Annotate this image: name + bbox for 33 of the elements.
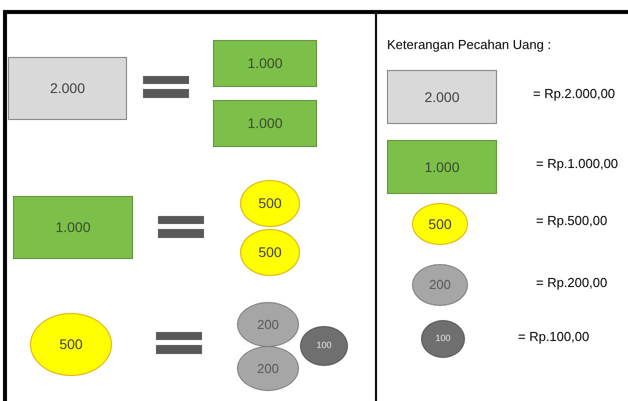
denomination-text: 2.000 (424, 88, 460, 106)
value-text: = Rp.200,00 (536, 274, 608, 292)
coin-ellipse (237, 346, 299, 391)
legend-heading: Keterangan Pecahan Uang : (387, 36, 552, 54)
value-text: = Rp.500,00 (536, 212, 608, 230)
denomination-text: 200 (257, 360, 279, 378)
banknote-box (213, 40, 317, 87)
denomination-text: 1.000 (247, 114, 283, 133)
denomination-text: 1.000 (55, 218, 91, 237)
coin-ellipse (237, 302, 299, 347)
coin-ellipse (300, 326, 348, 366)
value-text: = Rp.2.000,00 (533, 85, 616, 103)
coin-ellipse (412, 264, 468, 306)
value-text: = Rp.100,00 (518, 328, 590, 346)
banknote-box (8, 57, 127, 120)
banknote-box (213, 100, 317, 147)
denomination-text: 1.000 (247, 54, 283, 73)
value-text: = Rp.1.000,00 (536, 155, 618, 173)
denomination-text: 500 (258, 243, 282, 262)
denomination-text: 500 (258, 194, 282, 213)
banknote-box (387, 70, 497, 124)
coin-ellipse (412, 203, 468, 245)
denomination-text: 500 (428, 214, 452, 234)
denomination-text: 200 (257, 316, 279, 334)
banknote-box (387, 140, 497, 194)
denomination-text: 200 (429, 276, 451, 294)
denomination-text: 1.000 (424, 158, 460, 176)
denomination-text: 100 (316, 339, 332, 352)
denomination-text: 2.000 (50, 79, 86, 98)
denomination-text: 100 (435, 332, 451, 346)
banknote-box (13, 196, 133, 259)
coin-ellipse (421, 320, 465, 358)
denomination-text: 500 (59, 335, 83, 354)
